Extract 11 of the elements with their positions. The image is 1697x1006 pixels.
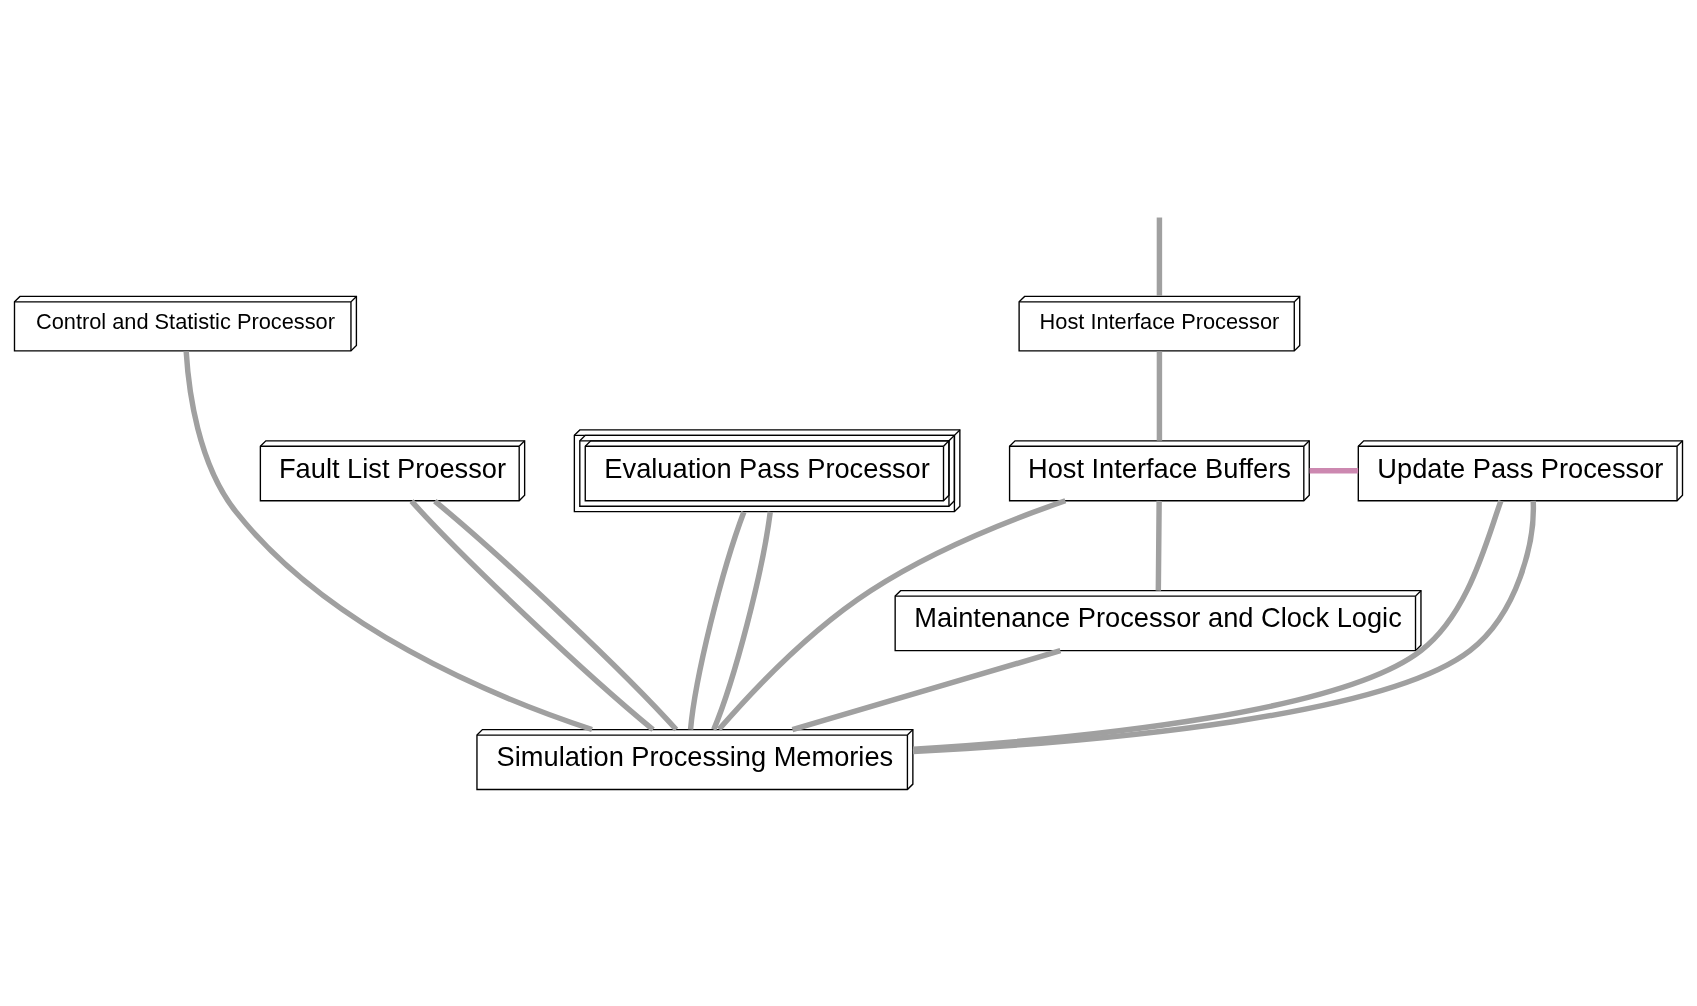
connector: [687, 511, 747, 730]
connector: [1156, 217, 1163, 297]
connector: [1309, 468, 1359, 474]
connector: [433, 499, 679, 732]
connector: [1156, 351, 1163, 441]
connector: [711, 511, 773, 731]
connector: [409, 499, 655, 732]
connector: [717, 498, 1067, 732]
connector: [1155, 500, 1162, 591]
connector: [183, 351, 593, 733]
connector: [791, 648, 1062, 733]
